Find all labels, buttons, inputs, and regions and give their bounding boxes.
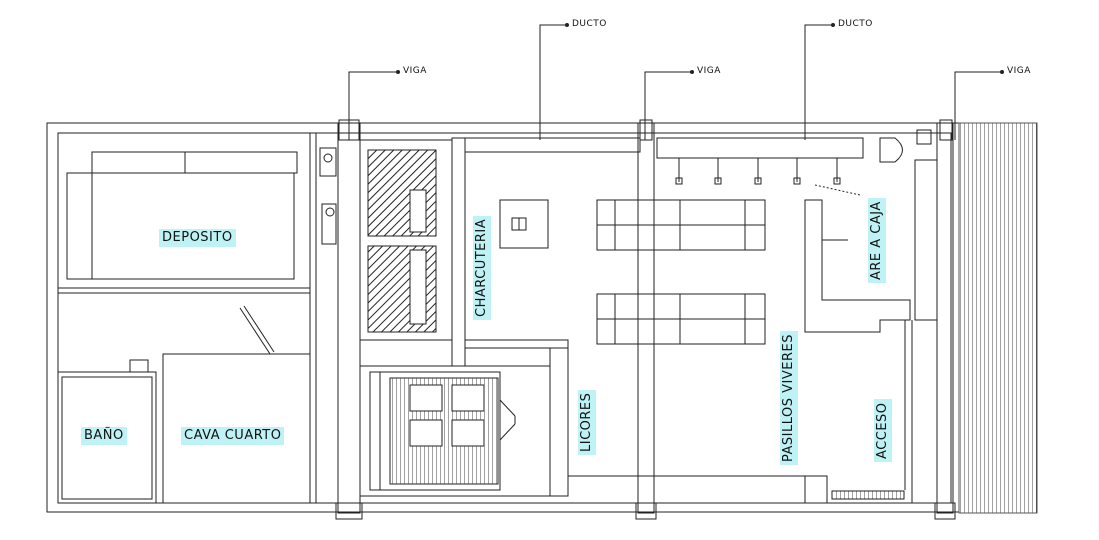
room-label-cava-cuarto: CAVA CUARTO (181, 427, 285, 445)
room-label-bano: BAÑO (81, 427, 127, 445)
duct-bar (656, 137, 864, 159)
viga-label-1: VIGA (403, 66, 427, 76)
inner-wall (57, 132, 952, 504)
deposito-room (57, 132, 311, 289)
caja-counter (804, 199, 911, 333)
room-label-pasillos-viveres: PASILLOS VIVERES (780, 331, 798, 465)
room-label-licores: LICORES (578, 389, 596, 455)
room-label-area-caja: ARE A CAJA (868, 198, 886, 283)
column-3 (936, 122, 954, 514)
viga-label-2: VIGA (697, 66, 721, 76)
room-label-charcuteria: CHARCUTERIA (473, 215, 491, 320)
bano-room (57, 371, 157, 504)
outer-wall (46, 122, 960, 513)
ducto-label-1: DUCTO (572, 19, 607, 29)
column-1 (337, 122, 361, 514)
column-2 (637, 122, 655, 514)
charcuteria-table (499, 199, 549, 249)
cava-cuarto-room (162, 353, 311, 504)
room-label-deposito: DEPOSITO (159, 229, 236, 247)
ducto-label-2: DUCTO (838, 19, 873, 29)
exterior-stripes (958, 122, 1038, 514)
deposito-shelf (66, 172, 295, 280)
room-label-acceso: ACCESO (874, 399, 892, 462)
viga-label-3: VIGA (1007, 66, 1031, 76)
